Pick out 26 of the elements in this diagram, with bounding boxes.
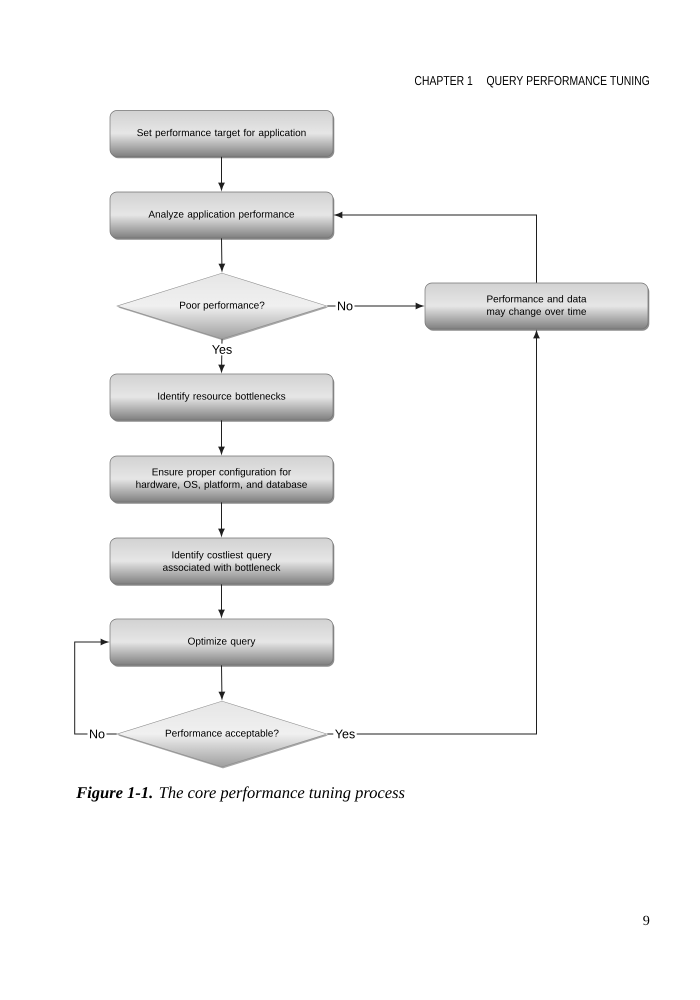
arrow [326,330,540,734]
arrow [218,420,225,454]
figure-caption: Figure 1-1. The core performance tuning process [76,786,404,802]
arrow [218,664,225,700]
process-box: Identify resource bottlenecks [110,374,334,422]
arrow [218,338,225,372]
process-box: Identify costliest query associated with bottleneck [110,538,334,586]
running-header: QUERY PERFORMANCE TUNING [486,76,649,88]
arrow [218,156,225,190]
edge-label: Yes [210,344,234,356]
edge-label: No [88,728,106,740]
arrow [218,238,225,272]
arrow [326,302,424,310]
page-number: 9 [643,916,650,926]
arrow [74,638,118,734]
process-box: Set performance target for application [110,110,334,158]
arrow [218,502,225,536]
arrow [218,584,225,618]
running-header: CHAPTER 1 [414,76,472,86]
edge-label: Yes [333,728,357,740]
process-box: Performance and data may change over time [424,282,650,331]
arrow [334,212,537,284]
process-box: Ensure proper configuration for hardware, OS, platform, and database [110,456,334,504]
process-box: Optimize query [110,618,334,667]
edge-label: No [336,300,354,312]
process-box: Analyze application performance [110,192,334,240]
